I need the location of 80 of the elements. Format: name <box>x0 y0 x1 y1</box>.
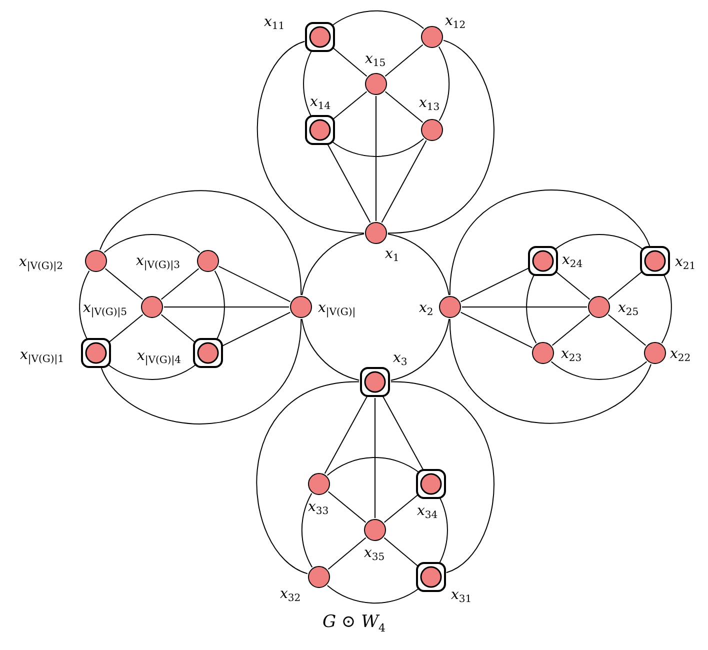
edge <box>381 140 427 223</box>
vertex-label: x$_{|V(G)|5}$ <box>83 300 128 320</box>
edge <box>526 274 537 344</box>
edge <box>328 491 366 523</box>
edge <box>332 46 368 77</box>
edge <box>164 306 290 308</box>
edge <box>214 270 225 340</box>
edge <box>104 234 200 253</box>
edge <box>108 314 144 344</box>
edge <box>324 396 368 474</box>
edge <box>608 270 644 300</box>
edge <box>449 190 650 296</box>
edge <box>327 144 371 223</box>
edge <box>384 91 424 123</box>
edge <box>100 318 302 424</box>
edge <box>460 268 530 302</box>
edge <box>384 44 424 77</box>
vertex-label: x$_{|V(G)|2}$ <box>19 254 64 274</box>
vertex-label: x$_{21}$ <box>675 254 696 274</box>
edge <box>256 381 360 574</box>
edge <box>462 306 588 308</box>
edge <box>218 266 291 302</box>
edge <box>326 585 420 604</box>
edge <box>328 537 366 570</box>
edge <box>303 50 312 118</box>
edge <box>160 314 196 344</box>
edge <box>438 46 450 122</box>
edge <box>449 318 652 424</box>
vertex-label: x$_{34}$ <box>417 503 438 523</box>
vertex-label: x$_{23}$ <box>561 346 582 366</box>
edge <box>301 318 360 381</box>
vertex-label: x$_{|V(G)|4}$ <box>137 348 182 368</box>
edge <box>390 318 450 381</box>
edge <box>330 138 424 157</box>
edge <box>608 314 646 346</box>
edge <box>382 396 424 470</box>
vertex-label: x$_{31}$ <box>451 587 472 607</box>
vertex-label: x$_{|V(G)|3}$ <box>136 253 180 273</box>
edge <box>257 40 364 234</box>
edge <box>384 537 420 568</box>
vertex-label: x$_{22}$ <box>670 346 691 366</box>
edge <box>222 312 291 346</box>
vertex-label: x$_{12}$ <box>445 13 466 33</box>
vertex-label: x$_{11}$ <box>264 14 285 34</box>
vertex-label: x$_{1}$ <box>385 246 400 266</box>
edge <box>438 496 448 564</box>
vertex-label: x$_{3}$ <box>393 350 408 370</box>
edge <box>460 312 533 348</box>
vertex-label: x$_{|V(G)|1}$ <box>20 347 64 367</box>
edge <box>326 457 420 476</box>
vertex-label: x$_{2}$ <box>419 300 434 320</box>
edge <box>374 398 376 518</box>
edge <box>554 234 644 250</box>
vertex-label: x$_{25}$ <box>618 300 639 320</box>
vertex-label: x$_{33}$ <box>308 499 329 519</box>
vertex-label: x$_{14}$ <box>310 94 331 114</box>
edge <box>100 190 302 296</box>
edge <box>554 270 590 300</box>
edge <box>384 494 420 523</box>
vertex-label: x$_{32}$ <box>280 586 301 606</box>
vertex-label: x$_{15}$ <box>365 51 386 71</box>
edge <box>302 233 364 296</box>
vertex-label: x$_{35}$ <box>364 545 385 565</box>
edge <box>661 274 672 344</box>
edge <box>106 364 198 380</box>
edge <box>79 270 90 340</box>
caption: G ⊙ W$_{4}$ <box>322 612 386 632</box>
edge <box>302 492 313 568</box>
edge <box>387 234 450 296</box>
edge <box>331 10 424 29</box>
edge <box>160 268 200 300</box>
edge <box>104 268 144 300</box>
edge <box>390 381 494 574</box>
vertex-label: x$_{|V(G)|}$ <box>318 300 356 320</box>
edge <box>552 314 590 346</box>
edge <box>388 40 494 234</box>
edge <box>550 361 648 380</box>
edge <box>332 91 368 120</box>
vertex-label: x$_{13}$ <box>419 95 440 115</box>
vertex-label: x$_{24}$ <box>562 252 583 272</box>
